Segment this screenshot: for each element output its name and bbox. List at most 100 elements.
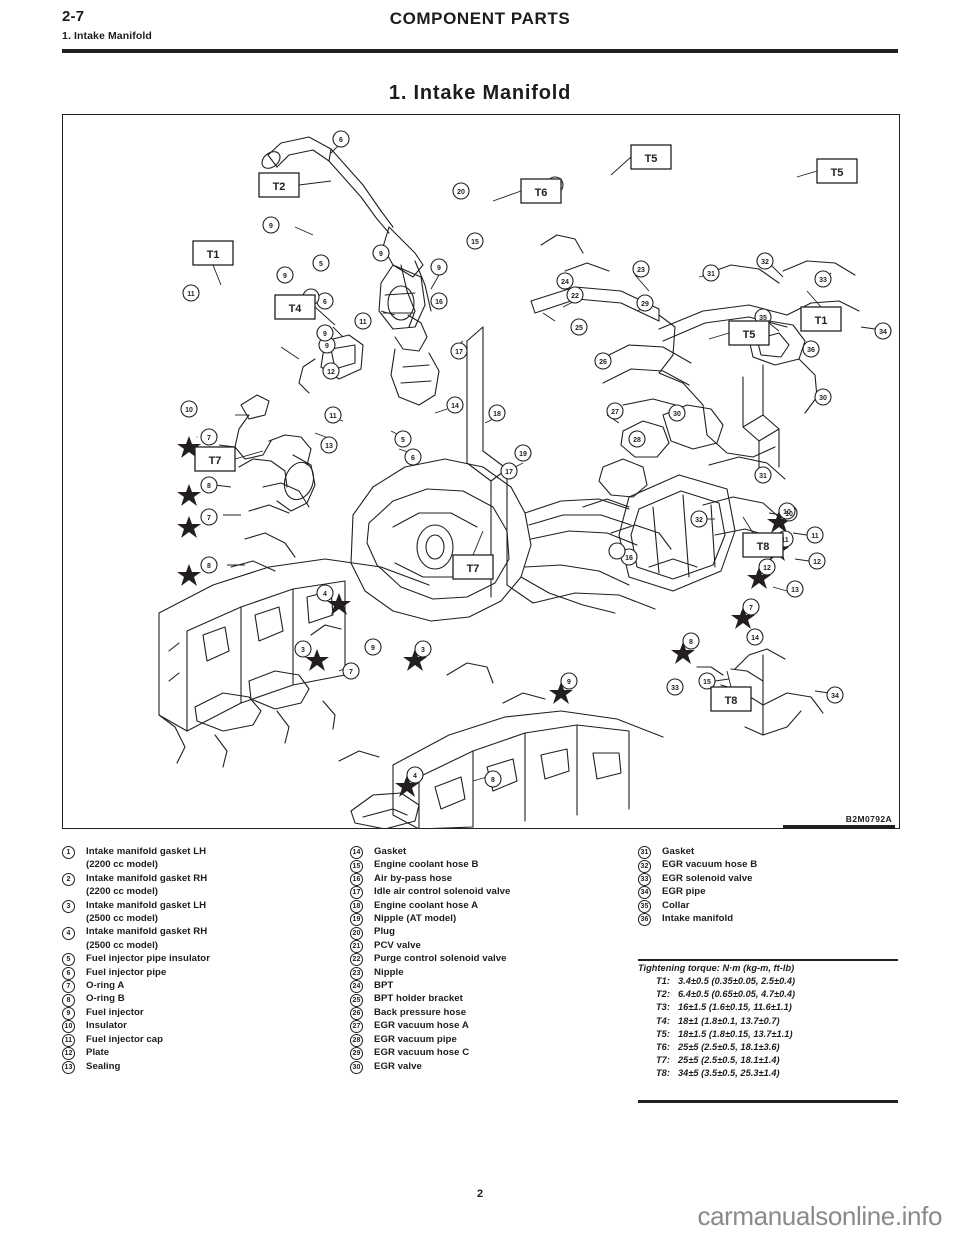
svg-text:T8: T8: [757, 541, 770, 553]
part-label: PCV valve: [374, 939, 421, 951]
svg-text:10: 10: [185, 407, 193, 414]
part-label: EGR vacuum hose C: [374, 1047, 470, 1059]
torque-row: T6:25±5 (2.5±0.5, 18.1±3.6): [638, 1041, 898, 1054]
svg-text:9: 9: [283, 273, 287, 280]
part-list-item: 12 Plate: [62, 1046, 342, 1061]
part-label: Plate: [86, 1047, 110, 1059]
svg-text:9: 9: [325, 343, 329, 350]
svg-text:32: 32: [761, 259, 769, 266]
torque-key: T7:: [656, 1055, 670, 1066]
part-label: Nipple: [374, 966, 404, 978]
part-number-badge: 15: [350, 859, 363, 873]
part-label: Plug: [374, 926, 395, 938]
header-page-number: 2-7: [62, 8, 85, 25]
torque-key: T6:: [656, 1042, 670, 1053]
svg-text:33: 33: [671, 685, 679, 692]
svg-text:9: 9: [269, 223, 273, 230]
svg-text:T7: T7: [467, 563, 480, 575]
part-number-badge: 26: [350, 1007, 363, 1021]
svg-text:11: 11: [359, 319, 367, 326]
svg-text:18: 18: [493, 411, 501, 418]
page-header: 2-7 1. Intake Manifold COMPONENT PARTS: [0, 0, 960, 53]
svg-text:34: 34: [831, 693, 839, 700]
footer-page-number: 2: [476, 1188, 484, 1200]
part-number-badge: 30: [350, 1060, 363, 1074]
part-label: Idle air control solenoid valve: [374, 886, 511, 898]
svg-text:5: 5: [401, 437, 405, 444]
part-number-badge: 18: [350, 899, 363, 913]
torque-value: 18±1 (1.8±0.1, 13.7±0.7): [678, 1015, 780, 1026]
part-label: Engine coolant hose A: [374, 899, 479, 911]
part-number-badge: 36: [638, 913, 651, 927]
svg-text:T2: T2: [273, 181, 286, 193]
svg-text:35: 35: [759, 315, 767, 322]
torque-row: T5:18±1.5 (1.8±0.15, 13.7±1.1): [638, 1028, 898, 1041]
part-list-item: 29 EGR vacuum hose C: [350, 1046, 630, 1061]
part-number-badge: 7: [62, 980, 75, 994]
svg-text:34: 34: [879, 329, 887, 336]
svg-text:6: 6: [323, 299, 327, 306]
part-label: EGR valve: [374, 1060, 422, 1072]
svg-text:10: 10: [783, 509, 791, 516]
part-number-badge: 1: [62, 846, 75, 860]
part-number-badge: 33: [638, 873, 651, 886]
tightening-torque-table: Tightening torque: N·m (kg-m, ft-lb) T1:…: [638, 959, 898, 1103]
torque-divider-top: [638, 959, 898, 961]
part-sublabel: (2200 cc model): [86, 859, 158, 871]
svg-text:T1: T1: [207, 249, 220, 261]
torque-row: T1:3.4±0.5 (0.35±0.05, 2.5±0.4): [638, 975, 898, 988]
torque-key: T8:: [656, 1068, 670, 1079]
svg-text:11: 11: [187, 291, 195, 298]
part-number-badge: 16: [350, 873, 363, 886]
header-title: COMPONENT PARTS: [389, 9, 571, 28]
svg-text:T7: T7: [209, 455, 222, 467]
svg-text:T6: T6: [535, 187, 548, 199]
part-label: Engine coolant hose B: [374, 859, 479, 871]
part-label: Intake manifold gasket LH: [86, 846, 207, 857]
svg-text:23: 23: [637, 267, 645, 274]
part-number-badge: 34: [638, 886, 651, 900]
torque-key: T2:: [656, 989, 670, 1000]
svg-text:5: 5: [319, 261, 323, 268]
svg-text:14: 14: [751, 635, 759, 642]
part-label: Fuel injector pipe: [86, 966, 167, 978]
svg-text:8: 8: [491, 777, 495, 784]
part-label: Intake manifold gasket RH: [86, 872, 208, 884]
part-number-badge: 17: [350, 886, 363, 900]
part-number-badge: 12: [62, 1047, 75, 1061]
svg-text:29: 29: [641, 301, 649, 308]
part-label: Intake manifold: [662, 913, 734, 925]
part-number-badge: 29: [350, 1047, 363, 1061]
part-number-badge: 24: [350, 980, 363, 994]
part-label: Collar: [662, 899, 690, 911]
svg-text:3: 3: [301, 647, 305, 654]
svg-text:8: 8: [689, 639, 693, 646]
svg-text:20: 20: [457, 189, 465, 196]
part-label: EGR solenoid valve: [662, 872, 753, 884]
part-number-badge: 13: [62, 1060, 75, 1074]
part-label: Intake manifold gasket RH: [86, 926, 208, 938]
svg-text:6: 6: [411, 455, 415, 462]
torque-row: T8:34±5 (3.5±0.5, 25.3±1.4): [638, 1067, 898, 1080]
part-number-badge: 20: [350, 926, 363, 940]
part-label: Air by-pass hose: [374, 872, 453, 884]
svg-text:9: 9: [379, 251, 383, 258]
part-list-item: 1 Intake manifold gasket LH: [62, 845, 342, 860]
svg-text:28: 28: [633, 437, 641, 444]
part-number-badge: 32: [638, 859, 651, 873]
part-number-badge: 27: [350, 1020, 363, 1034]
torque-key: T4:: [656, 1015, 670, 1026]
svg-text:7: 7: [749, 605, 753, 612]
